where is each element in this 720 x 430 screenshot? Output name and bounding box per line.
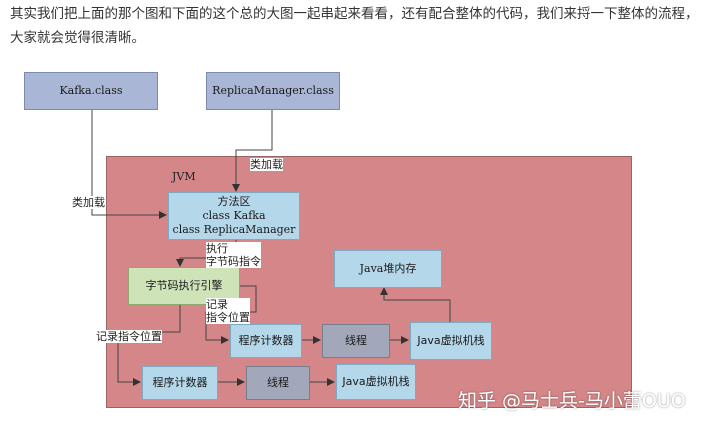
intro-paragraph: 其实我们把上面的那个图和下面的这个总的大图一起串起来看看，还有配合整体的代码，我… <box>10 6 699 46</box>
label-class-loading-top: 类加载 <box>250 158 283 171</box>
bytecode-engine-label: 字节码执行引擎 <box>145 279 223 292</box>
java-vm-stack-1-box: Java虚拟机栈 <box>410 322 492 360</box>
label-class-loading-left: 类加载 <box>72 196 105 209</box>
arrow-replica-to-method-area <box>232 110 273 192</box>
java-heap-box: Java堆内存 <box>334 250 442 288</box>
label-record-position-right: 记录 指令位置 <box>206 298 250 324</box>
program-counter-2-box: 程序计数器 <box>142 366 218 400</box>
thread-2-label: 线程 <box>267 376 289 389</box>
program-counter-1-label: 程序计数器 <box>238 334 294 347</box>
bytecode-engine-box: 字节码执行引擎 <box>128 267 240 305</box>
thread-1-label: 线程 <box>345 334 367 347</box>
java-vm-stack-2-label: Java虚拟机栈 <box>342 375 410 388</box>
method-area-replica: class ReplicaManager <box>172 223 296 236</box>
label-execute-bytecode: 执行 字节码指令 <box>206 242 261 268</box>
kafka-class-box: Kafka.class <box>24 72 158 110</box>
replica-manager-class-label: ReplicaManager.class <box>212 84 334 97</box>
method-area-title: 方法区 <box>217 195 251 208</box>
program-counter-1-box: 程序计数器 <box>230 324 302 358</box>
thread-1-box: 线程 <box>322 324 390 358</box>
kafka-class-label: Kafka.class <box>59 84 123 97</box>
arrow-kafka-to-method-area <box>91 110 167 219</box>
java-heap-label: Java堆内存 <box>359 262 417 275</box>
watermark: 知乎 @马士兵-马小蕾OUO <box>458 390 686 412</box>
method-area-box: 方法区 class Kafka class ReplicaManager <box>168 192 300 240</box>
java-vm-stack-2-box: Java虚拟机栈 <box>336 364 416 400</box>
method-area-kafka: class Kafka <box>202 209 266 222</box>
jvm-label: JVM <box>172 170 196 183</box>
replica-manager-class-box: ReplicaManager.class <box>206 72 340 110</box>
label-record-position-left: 记录指令位置 <box>96 330 162 343</box>
arrow-stack1-to-heap <box>380 287 451 322</box>
java-vm-stack-1-label: Java虚拟机栈 <box>417 334 485 347</box>
thread-2-box: 线程 <box>246 366 310 400</box>
program-counter-2-label: 程序计数器 <box>152 376 208 389</box>
